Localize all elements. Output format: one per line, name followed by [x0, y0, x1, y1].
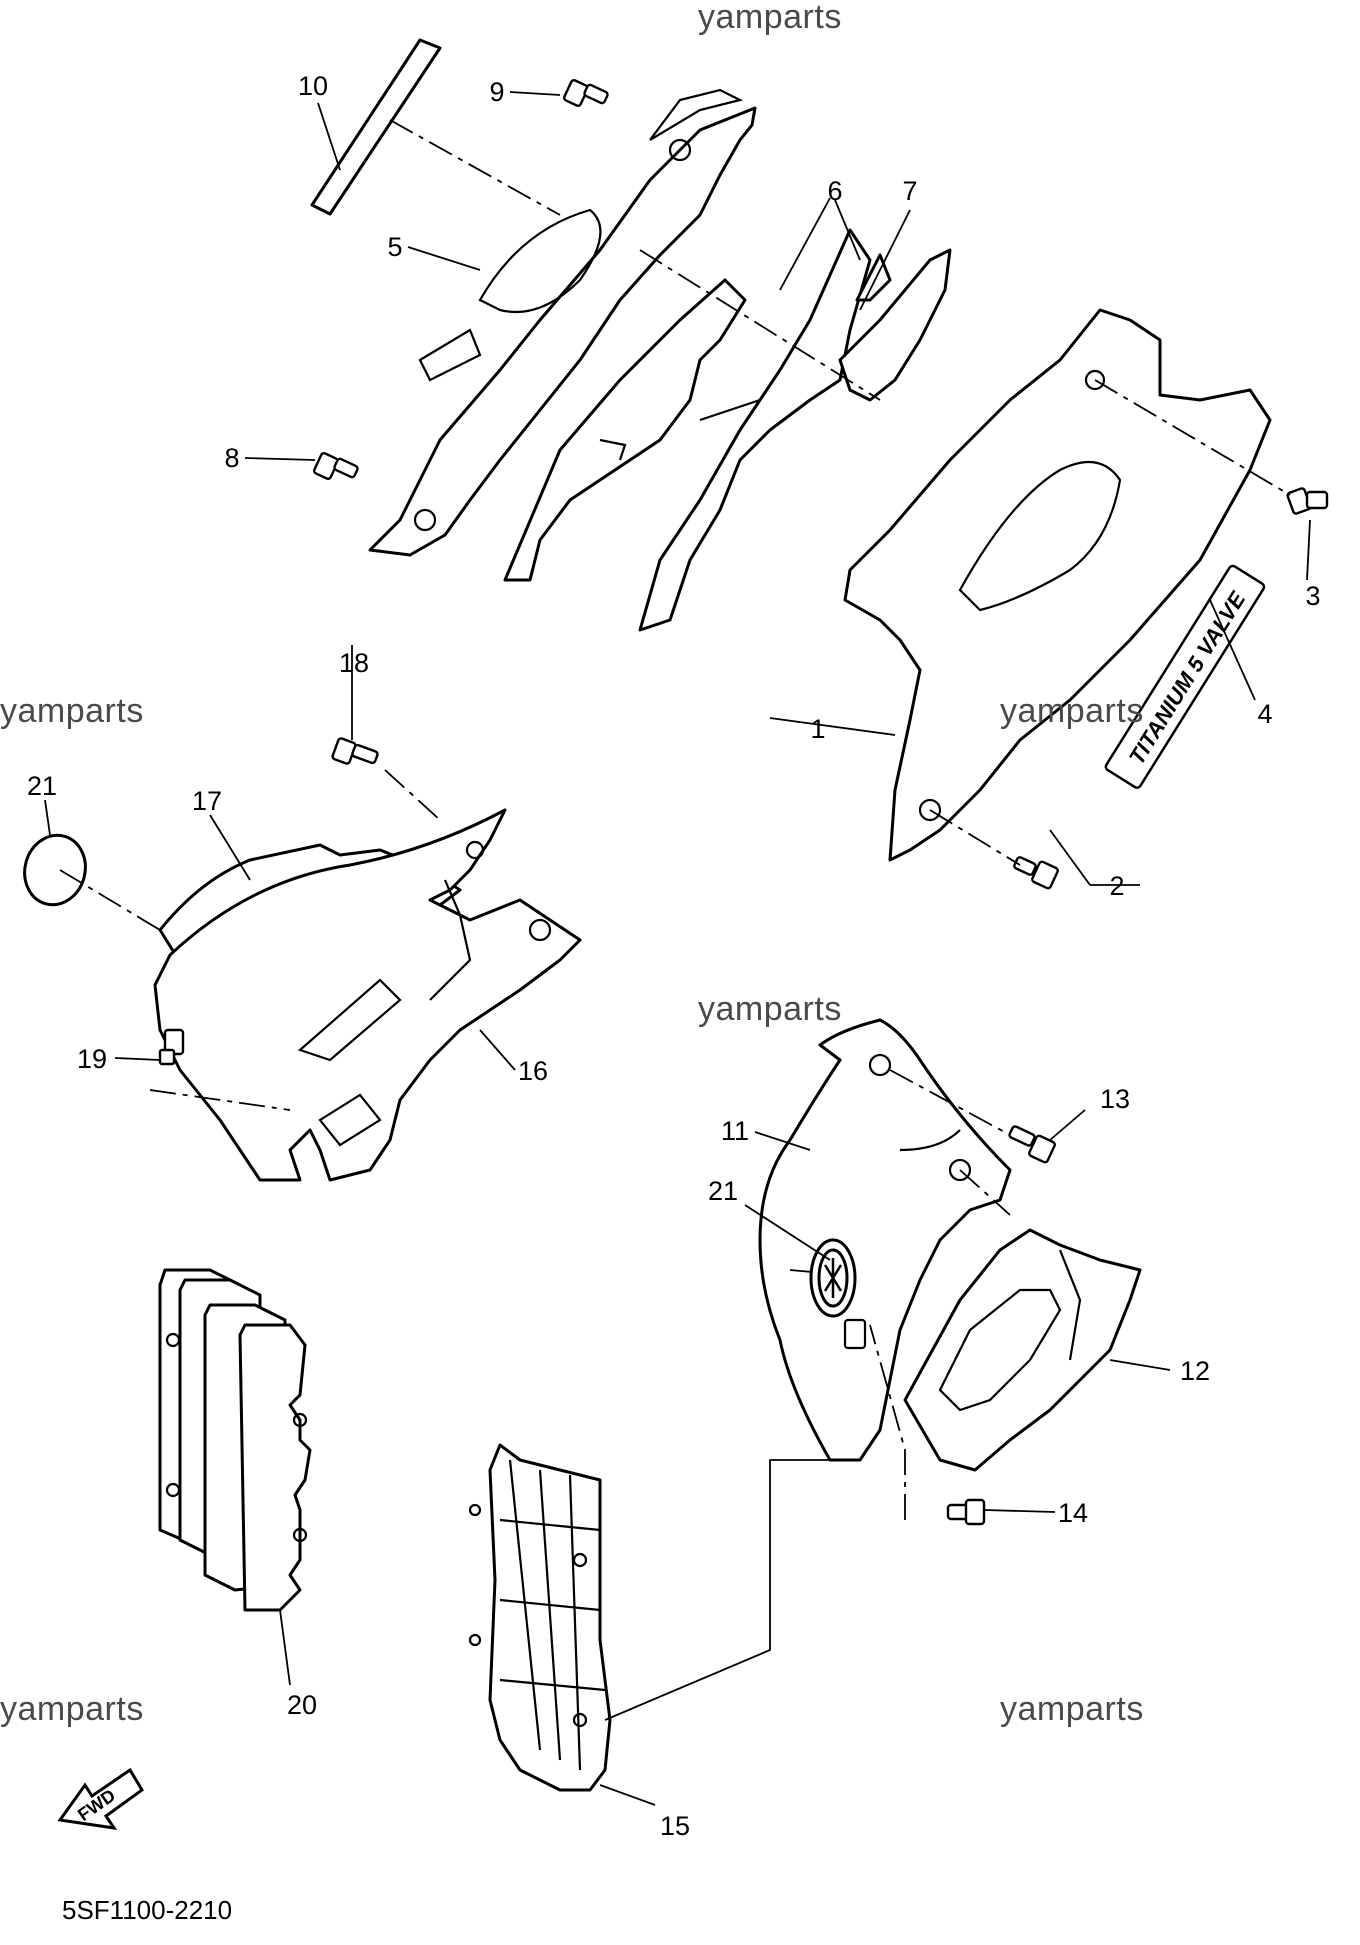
- part-20-radiator-guard: [158, 1268, 312, 1612]
- callout-14: 14: [1058, 1498, 1088, 1528]
- part-5-side-cover-inner: [368, 88, 757, 557]
- watermark: yamparts: [0, 1690, 144, 1728]
- callout-11: 11: [721, 1116, 749, 1146]
- callout-18: 18: [339, 648, 369, 678]
- watermark: yamparts: [1000, 1690, 1144, 1728]
- callout-12: 12: [1180, 1356, 1210, 1386]
- bolt-2: [1013, 856, 1059, 890]
- callout-2: 2: [1109, 871, 1124, 901]
- callout-21-left: 21: [27, 771, 57, 801]
- callout-16: 16: [518, 1056, 548, 1086]
- callout-13: 13: [1100, 1084, 1130, 1114]
- part-6-panel-b: [638, 228, 872, 632]
- part-10-decal-strip: [310, 38, 442, 216]
- part-16-shroud: [153, 808, 582, 1182]
- callout-4: 4: [1257, 699, 1272, 729]
- watermark: yamparts: [1000, 692, 1144, 730]
- callout-3: 3: [1305, 581, 1320, 611]
- bolt-13: [1008, 1125, 1056, 1164]
- callout-9: 9: [489, 77, 504, 107]
- bolt-18: [331, 737, 379, 765]
- callout-8: 8: [224, 443, 239, 473]
- bolt-14: [946, 1498, 986, 1526]
- diagram-code: 5SF1100-2210: [62, 1895, 233, 1925]
- callout-1: 1: [810, 714, 825, 744]
- watermark: yamparts: [698, 990, 842, 1028]
- callout-5: 5: [387, 232, 402, 262]
- callout-6: 6: [827, 176, 842, 206]
- part-1-side-cover: [843, 308, 1272, 862]
- part-15-radiator-louver: [468, 1443, 612, 1792]
- leader-lines: [44, 91, 1311, 1806]
- callout-21-right: 21: [708, 1176, 738, 1206]
- callout-19: 19: [77, 1044, 107, 1074]
- fwd-arrow-icon: FWD: [57, 1767, 144, 1830]
- bolt-8: [312, 452, 359, 480]
- bolt-19: [158, 1028, 185, 1066]
- callout-20: 20: [287, 1690, 317, 1720]
- bolt-3: [1286, 487, 1329, 515]
- watermark: yamparts: [0, 692, 144, 730]
- callout-15: 15: [660, 1811, 690, 1841]
- part-11-cover: [758, 1018, 1012, 1462]
- part-12-cover: [903, 1228, 1142, 1472]
- callout-17: 17: [192, 786, 222, 816]
- bolt-9: [562, 79, 609, 107]
- part-21-emblem-left: [23, 833, 87, 907]
- callout-7: 7: [902, 176, 917, 206]
- watermark: yamparts: [698, 0, 842, 36]
- part-21-emblem-right: [809, 1238, 857, 1318]
- callout-10: 10: [298, 71, 328, 101]
- part-6-panel-a: [503, 278, 747, 582]
